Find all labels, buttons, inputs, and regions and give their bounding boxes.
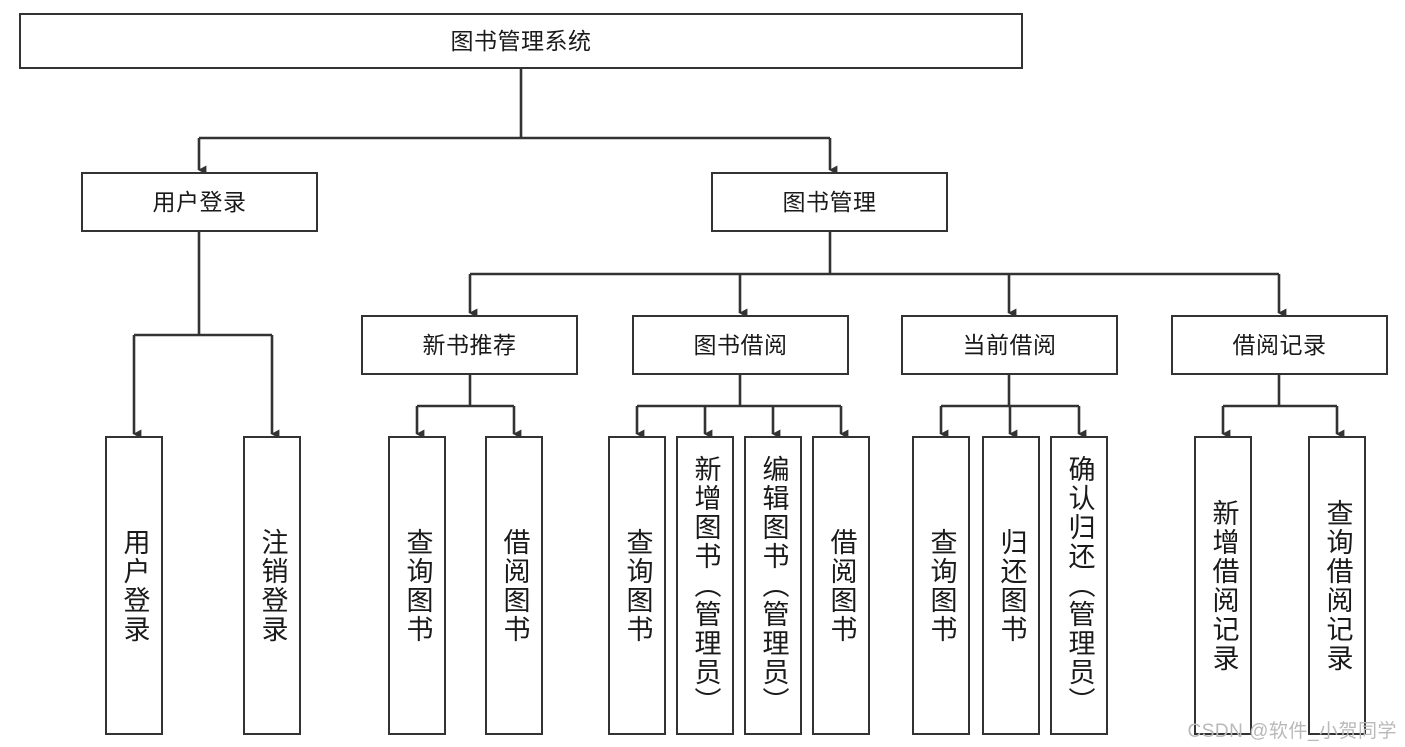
leaf-bb-add-book-label: 新增图书（管理员） bbox=[690, 455, 721, 716]
leaf-user-logout-label: 注销登录 bbox=[257, 527, 288, 644]
leaf-cb-query-book-label: 查询图书 bbox=[926, 527, 957, 644]
node-user-login-label: 用户登录 bbox=[152, 188, 247, 215]
leaf-cb-return-book-label: 归还图书 bbox=[996, 527, 1027, 644]
leaf-nbr-query-book[interactable]: 查询图书 bbox=[388, 436, 446, 735]
leaf-bb-query-book-label: 查询图书 bbox=[622, 527, 653, 644]
leaf-cb-confirm-return[interactable]: 确认归还（管理员） bbox=[1050, 436, 1108, 735]
leaf-bb-edit-book-label: 编辑图书（管理员） bbox=[758, 455, 789, 716]
leaf-cb-confirm-return-label: 确认归还（管理员） bbox=[1064, 455, 1095, 716]
leaf-user-login[interactable]: 用户登录 bbox=[105, 436, 163, 735]
node-book-manage[interactable]: 图书管理 bbox=[711, 172, 948, 232]
node-book-borrow[interactable]: 图书借阅 bbox=[632, 315, 849, 375]
leaf-cb-return-book[interactable]: 归还图书 bbox=[982, 436, 1040, 735]
leaf-nbr-borrow-book-label: 借阅图书 bbox=[499, 527, 530, 644]
node-new-book-recommend[interactable]: 新书推荐 bbox=[361, 315, 578, 375]
node-root-system[interactable]: 图书管理系统 bbox=[19, 13, 1023, 69]
node-book-borrow-label: 图书借阅 bbox=[693, 331, 788, 358]
node-current-borrow[interactable]: 当前借阅 bbox=[901, 315, 1118, 375]
node-root-system-label: 图书管理系统 bbox=[450, 27, 592, 54]
leaf-bb-query-book[interactable]: 查询图书 bbox=[608, 436, 666, 735]
node-user-login[interactable]: 用户登录 bbox=[81, 172, 318, 232]
node-current-borrow-label: 当前借阅 bbox=[962, 331, 1057, 358]
leaf-br-query-record-label: 查询借阅记录 bbox=[1322, 498, 1353, 673]
leaf-bb-add-book[interactable]: 新增图书（管理员） bbox=[676, 436, 734, 735]
leaf-bb-borrow-book-label: 借阅图书 bbox=[826, 527, 857, 644]
leaf-user-login-label: 用户登录 bbox=[119, 527, 150, 644]
leaf-br-query-record[interactable]: 查询借阅记录 bbox=[1308, 436, 1366, 735]
leaf-br-add-record-label: 新增借阅记录 bbox=[1208, 498, 1239, 673]
leaf-cb-query-book[interactable]: 查询图书 bbox=[912, 436, 970, 735]
node-borrow-record-label: 借阅记录 bbox=[1232, 331, 1327, 358]
csdn-watermark: CSDN @软件_小贺同学 bbox=[1187, 721, 1397, 742]
node-borrow-record[interactable]: 借阅记录 bbox=[1171, 315, 1388, 375]
leaf-user-logout[interactable]: 注销登录 bbox=[243, 436, 301, 735]
leaf-nbr-borrow-book[interactable]: 借阅图书 bbox=[485, 436, 543, 735]
leaf-bb-edit-book[interactable]: 编辑图书（管理员） bbox=[744, 436, 802, 735]
leaf-br-add-record[interactable]: 新增借阅记录 bbox=[1194, 436, 1252, 735]
leaf-nbr-query-book-label: 查询图书 bbox=[402, 527, 433, 644]
node-new-book-recommend-label: 新书推荐 bbox=[422, 331, 517, 358]
node-book-manage-label: 图书管理 bbox=[782, 188, 877, 215]
leaf-bb-borrow-book[interactable]: 借阅图书 bbox=[812, 436, 870, 735]
